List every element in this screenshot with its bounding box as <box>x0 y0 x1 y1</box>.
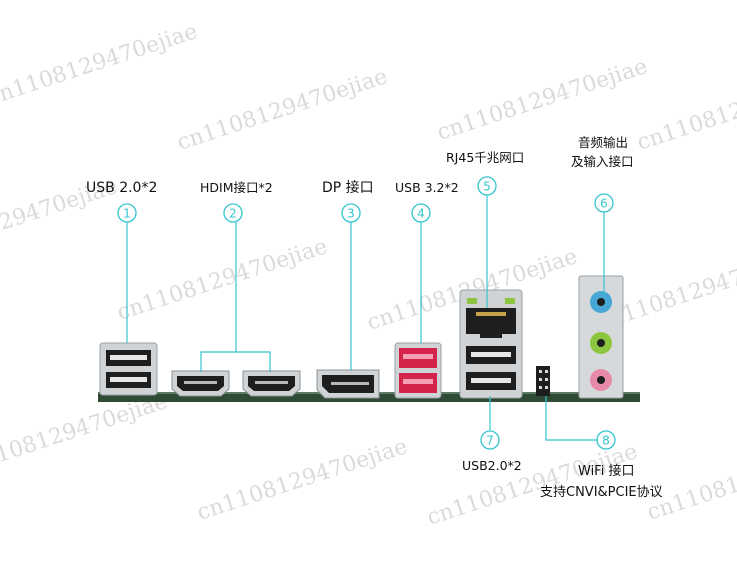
watermark-text: cn1108129470ejiae <box>0 389 171 481</box>
watermark-text: cn1108129470ejiae <box>194 434 410 526</box>
rj45-contacts <box>476 312 506 316</box>
watermark-text: cn1108129470ejiae <box>174 64 390 156</box>
displayport-port <box>316 369 380 399</box>
label-hdmi: HDIM接口*2 <box>200 180 273 195</box>
badge-7: 7 <box>480 430 500 450</box>
badge-circle <box>477 176 497 196</box>
rj45-led-left <box>467 298 477 304</box>
rj45-usb-stack <box>459 289 523 399</box>
badge-number: 2 <box>229 207 237 221</box>
badge-number: 8 <box>602 434 610 448</box>
wifi-pin <box>545 370 548 373</box>
usb2-stack-port <box>99 342 158 396</box>
badge-circle <box>480 430 500 450</box>
leader-line-2-branch <box>200 351 271 372</box>
usb32-top-tongue <box>403 354 433 359</box>
audio-jack-hole <box>597 376 605 384</box>
badge-circle <box>341 203 361 223</box>
dp-pins <box>331 382 369 385</box>
label-rj45: RJ45千兆网口 <box>446 150 524 165</box>
label-dp: DP 接口 <box>322 179 374 196</box>
usb2-bottom-tongue <box>110 377 147 382</box>
label-audio-line1: 音频输出 <box>578 135 628 150</box>
rj45-led-right <box>505 298 515 304</box>
badge-number: 7 <box>486 434 494 448</box>
wifi-pin <box>539 386 542 389</box>
wifi-connector <box>536 366 550 396</box>
usb2-lower-top-tongue <box>471 352 511 357</box>
label-wifi-line1: WiFi 接口 <box>578 463 634 479</box>
label-usb20-lower: USB2.0*2 <box>462 458 522 473</box>
badge-circle <box>223 203 243 223</box>
usb2-lower-bottom-tongue <box>471 378 511 383</box>
wifi-pin <box>539 370 542 373</box>
callout-badges: 1 2 3 4 5 6 7 8 <box>117 176 616 450</box>
badge-8: 8 <box>596 430 616 450</box>
badge-number: 1 <box>123 207 131 221</box>
badge-6: 6 <box>594 193 614 213</box>
hdmi-left-pins <box>184 381 217 384</box>
badge-circle <box>117 203 137 223</box>
badge-number: 4 <box>417 207 425 221</box>
badge-5: 5 <box>477 176 497 196</box>
watermark-text: cn1108129470ejiae <box>0 19 201 111</box>
hdmi-port-right <box>242 370 301 397</box>
label-usb32: USB 3.2*2 <box>395 180 459 195</box>
leader-lines <box>126 195 605 441</box>
wifi-pin <box>545 386 548 389</box>
wifi-pin <box>545 378 548 381</box>
usb32-bottom-tongue <box>403 379 433 384</box>
badge-number: 3 <box>347 207 355 221</box>
label-wifi-line2: 支持CNVI&PCIE协议 <box>540 485 663 500</box>
badge-2: 2 <box>223 203 243 223</box>
leader-line-8 <box>545 396 597 441</box>
wifi-pin <box>539 378 542 381</box>
badge-circle <box>596 430 616 450</box>
label-audio-line2: 及输入接口 <box>571 154 634 169</box>
badge-1: 1 <box>117 203 137 223</box>
audio-jack-hole <box>597 298 605 306</box>
badge-4: 4 <box>411 203 431 223</box>
hdmi-port-left <box>171 370 230 397</box>
audio-jack-stack <box>578 275 624 399</box>
callout-labels: USB 2.0*2 HDIM接口*2 DP 接口 USB 3.2*2 RJ45千… <box>86 135 663 500</box>
badge-circle <box>411 203 431 223</box>
badge-3: 3 <box>341 203 361 223</box>
usb2-top-tongue <box>110 355 147 360</box>
audio-jack-hole <box>597 339 605 347</box>
watermark-text: cn1108129470ejiae <box>644 434 737 526</box>
badge-number: 6 <box>600 197 608 211</box>
usb32-stack-port <box>394 342 442 399</box>
watermark-text: cn1108129470ejiae <box>434 54 650 146</box>
hdmi-right-pins <box>255 381 288 384</box>
watermark-layer: cn1108129470ejiae cn1108129470ejiae cn11… <box>0 19 737 531</box>
label-usb20: USB 2.0*2 <box>86 180 157 196</box>
badge-circle <box>594 193 614 213</box>
watermark-text: cn1108129470ejiae <box>114 234 330 326</box>
badge-number: 5 <box>483 180 491 194</box>
